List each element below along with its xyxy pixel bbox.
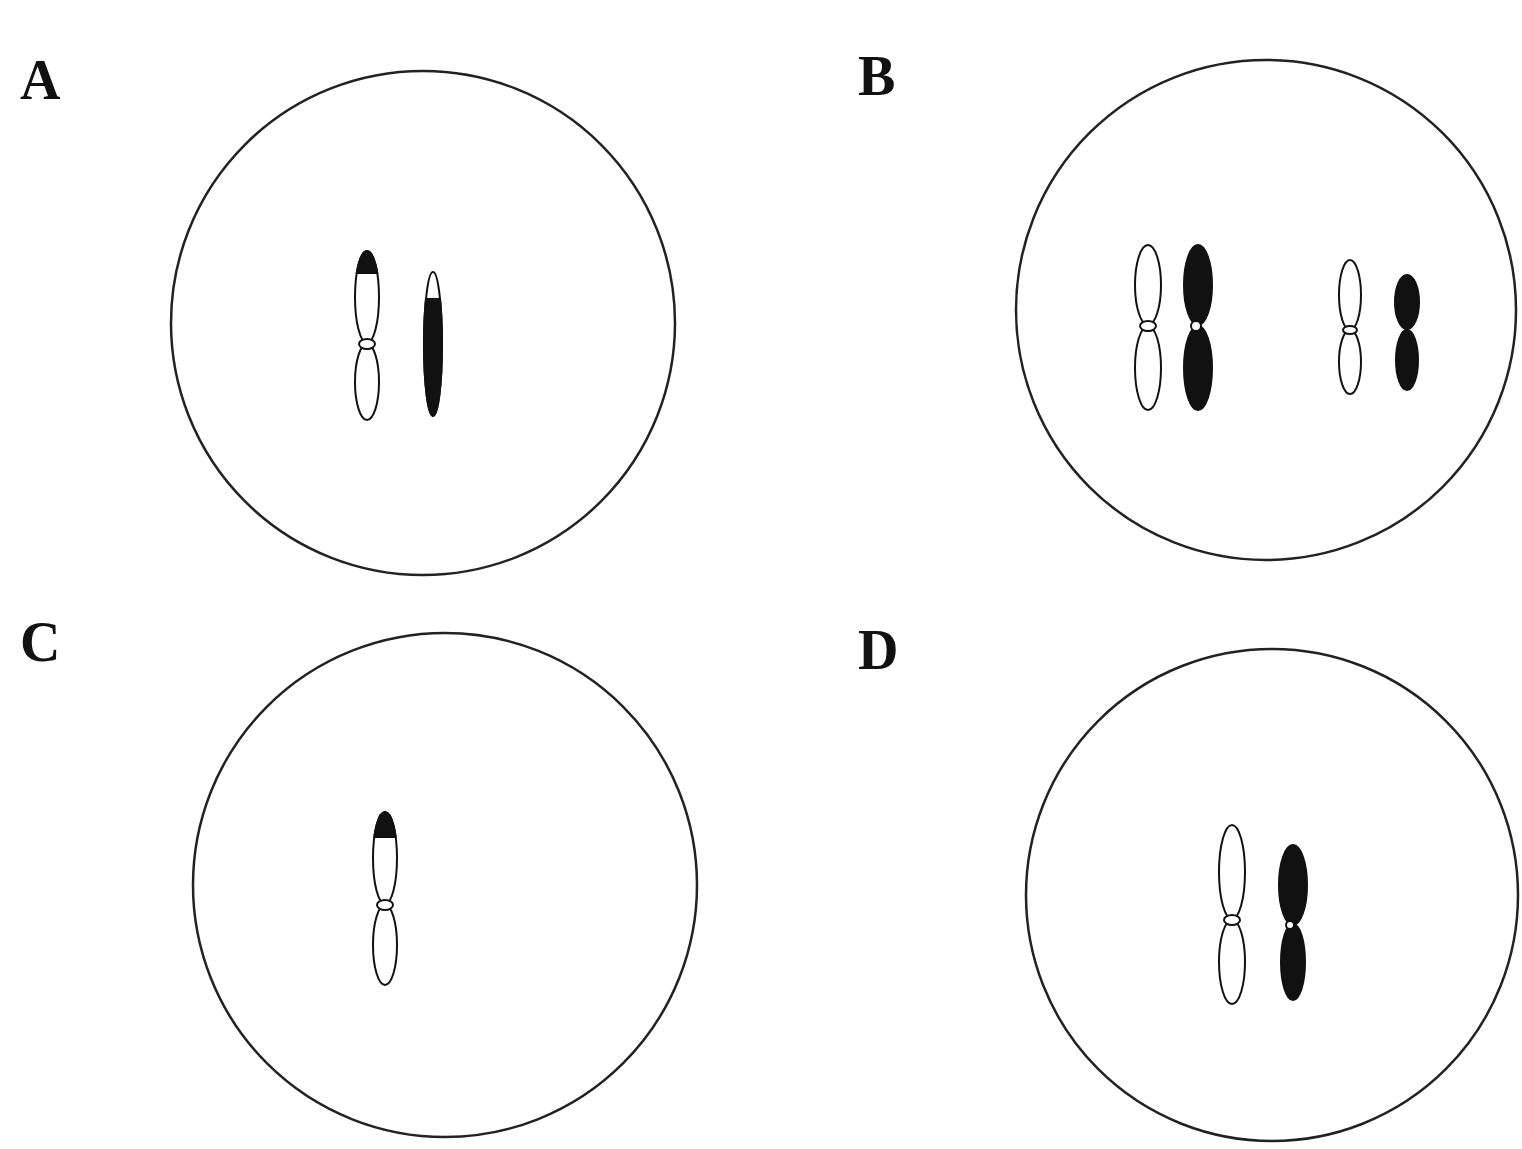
cell-outline xyxy=(1026,649,1518,1141)
chromosome xyxy=(373,812,397,985)
panel-letter: C xyxy=(20,614,60,670)
chromosome xyxy=(355,251,379,420)
panel-letter: A xyxy=(20,52,60,108)
panel-letter: B xyxy=(858,48,895,104)
chromosome xyxy=(1135,245,1161,410)
chromosome xyxy=(1219,825,1245,1004)
chromosome xyxy=(1184,245,1212,410)
chromosome xyxy=(1395,275,1419,390)
chromosome xyxy=(1279,845,1307,1000)
cell-outline xyxy=(193,633,697,1137)
chromosome xyxy=(1339,260,1361,394)
chromosome xyxy=(424,272,442,416)
cell-outline xyxy=(1016,60,1516,560)
panel-letter: D xyxy=(858,622,898,678)
cell-outline xyxy=(171,71,675,575)
